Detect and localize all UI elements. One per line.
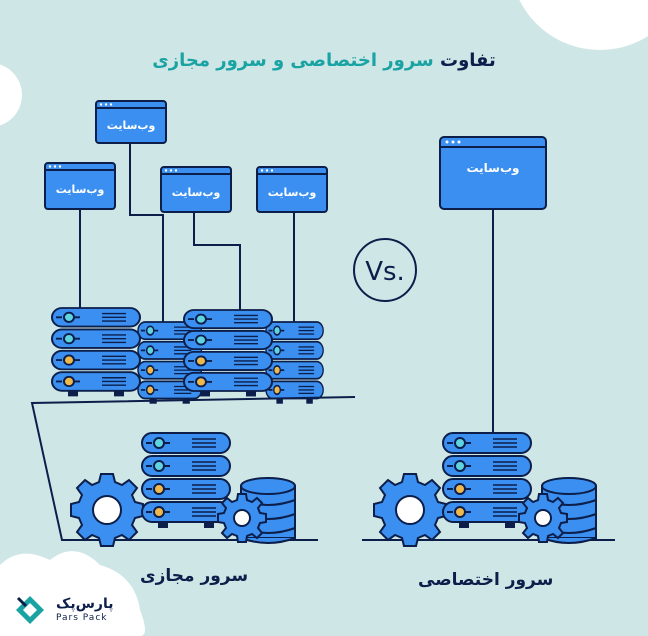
website-label: وب‌سایت bbox=[466, 161, 519, 176]
website-window-dedicated: وب‌سایت bbox=[439, 136, 547, 210]
website-label: وب‌سایت bbox=[107, 119, 156, 132]
vs-text: Vs. bbox=[365, 257, 405, 287]
dedicated-server-label: سرور اختصاصی bbox=[418, 570, 554, 590]
server-rack-icon bbox=[141, 432, 231, 529]
website-window-2: وب‌سایت bbox=[95, 100, 167, 144]
website-label: وب‌سایت bbox=[268, 186, 317, 199]
dedicated-server-group: وب‌سایت bbox=[362, 136, 615, 547]
logo: پارس‌پک Pars Pack bbox=[56, 596, 113, 623]
parspack-logo-icon bbox=[16, 596, 44, 624]
virtual-server-icon bbox=[183, 309, 273, 398]
website-label: وب‌سایت bbox=[56, 183, 105, 196]
virtual-server-icon bbox=[265, 321, 325, 405]
gear-icon bbox=[70, 473, 144, 547]
website-window-3: وب‌سایت bbox=[160, 166, 232, 213]
virtual-server-label: سرور مجازی bbox=[140, 566, 249, 586]
virtualization-outline bbox=[30, 396, 356, 541]
gear-icon bbox=[373, 473, 447, 547]
virtual-server-group: وب‌سایت وب‌سایت وب‌سایت وب‌سایت bbox=[30, 100, 356, 547]
title-part1: تفاوت bbox=[440, 50, 496, 71]
server-rack-icon bbox=[442, 432, 532, 529]
page-title: تفاوت سرور اختصاصی و سرور مجازی bbox=[0, 50, 648, 71]
website-window-4: وب‌سایت bbox=[256, 166, 328, 213]
gear-icon bbox=[518, 493, 568, 543]
website-label: وب‌سایت bbox=[172, 186, 221, 199]
logo-name-en: Pars Pack bbox=[56, 613, 108, 623]
logo-name-fa: پارس‌پک bbox=[56, 596, 114, 612]
website-window-1: وب‌سایت bbox=[44, 162, 116, 210]
vs-badge: Vs. bbox=[353, 238, 417, 302]
gear-icon bbox=[217, 493, 267, 543]
virtual-server-icon bbox=[51, 307, 141, 398]
connector-lines bbox=[79, 143, 295, 324]
title-part2: سرور اختصاصی و سرور مجازی bbox=[152, 50, 434, 71]
